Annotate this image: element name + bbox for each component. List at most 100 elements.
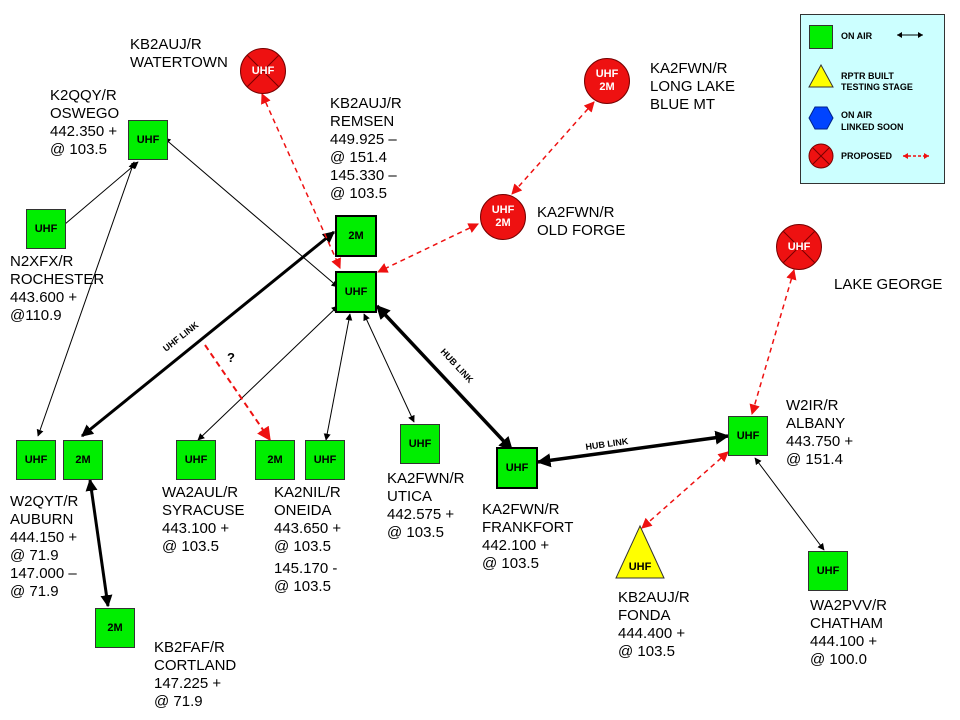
auburn-badge-2m: 2M (75, 454, 91, 466)
lakegeorge-badge: UHF (787, 240, 811, 253)
oldforge-label: KA2FWN/R OLD FORGE (537, 204, 625, 240)
lakegeorge-city: LAKE GEORGE (834, 276, 943, 293)
proposed-link-lakegeorge-albany (749, 268, 797, 416)
chatham-tone: @ 100.0 (810, 651, 867, 668)
oneida-freq2: 145.170 - (274, 560, 338, 577)
link-auburn-cortland (85, 478, 113, 608)
auburn-badge-uhf: UHF (24, 454, 48, 466)
cortland-city: CORTLAND (154, 657, 237, 674)
albany-freq: 443.750 + (786, 433, 854, 450)
utica-call: KA2FWN/R (387, 470, 465, 487)
chatham-city: CHATHAM (810, 615, 884, 632)
hub-link-line-2 (536, 430, 730, 468)
auburn-tone1: @ 71.9 (10, 547, 59, 564)
oneida-uhf-node: UHF (305, 440, 345, 480)
auburn-freq1: 444.150 + (10, 529, 78, 546)
remsen-uhf-node: UHF (335, 271, 377, 313)
longlake-badge-uhf: UHF (595, 68, 619, 80)
longlake-badge-2m: 2M (599, 81, 615, 93)
legend-on-air-label: ON AIR (841, 31, 873, 41)
uhf-link-label: UHF LINK (161, 320, 201, 354)
proposed-link-watertown (261, 93, 341, 269)
frankfort-call: KA2FWN/R (482, 501, 560, 518)
cortland-tone: @ 71.9 (154, 693, 203, 710)
syracuse-city: SYRACUSE (162, 502, 245, 519)
rochester-call: N2XFX/R (10, 253, 74, 270)
proposed-link-albany-fonda (641, 451, 729, 529)
syracuse-freq: 443.100 + (162, 520, 230, 537)
lakegeorge-node: UHF (776, 224, 822, 270)
oswego-tone: @ 103.5 (50, 141, 107, 158)
remsen-freq2: 145.330 – (330, 167, 397, 184)
cortland-node: 2M (95, 608, 135, 648)
legend-built-line2: TESTING STAGE (841, 82, 913, 92)
oneida-badge-2m: 2M (267, 454, 283, 466)
oneida-city: ONEIDA (274, 502, 332, 519)
frankfort-freq: 442.100 + (482, 537, 550, 554)
auburn-tone2: @ 71.9 (10, 583, 59, 600)
chatham-node: UHF (808, 551, 848, 591)
remsen-badge-uhf: UHF (344, 286, 368, 298)
link-oswego-rochester (57, 161, 139, 231)
oneida-2m-node: 2M (255, 440, 295, 480)
auburn-call: W2QYT/R (10, 493, 79, 510)
cortland-freq: 147.225 + (154, 675, 222, 692)
rochester-city: ROCHESTER (10, 271, 105, 288)
albany-node: UHF (728, 416, 768, 456)
oneida-label: KA2NIL/R ONEIDA 443.650 + @ 103.5 145.17… (274, 484, 341, 596)
legend-proposed-circle-icon (808, 143, 834, 169)
auburn-freq2: 147.000 – (10, 565, 77, 582)
fonda-label: KB2AUJ/R FONDA 444.400 + @ 103.5 (618, 589, 690, 661)
oldforge-node: UHF 2M (480, 194, 526, 240)
remsen-label: KB2AUJ/R REMSEN 449.925 – @ 151.4 145.33… (330, 95, 402, 203)
syracuse-badge: UHF (184, 454, 208, 466)
oneida-call: KA2NIL/R (274, 484, 341, 501)
oswego-call: K2QQY/R (50, 87, 117, 104)
proposed-link-oneida (204, 344, 271, 442)
oldforge-city: OLD FORGE (537, 222, 626, 239)
watertown-city: WATERTOWN (130, 54, 228, 71)
oswego-city: OSWEGO (50, 105, 120, 122)
albany-call: W2IR/R (786, 397, 839, 414)
watertown-node: UHF (240, 48, 286, 94)
remsen-2m-node: 2M (335, 215, 377, 257)
watertown-label: KB2AUJ/R WATERTOWN (130, 36, 228, 72)
rochester-badge: UHF (34, 223, 58, 235)
link-remsen-oneida (323, 313, 353, 441)
albany-badge: UHF (736, 430, 760, 442)
oldforge-call: KA2FWN/R (537, 204, 615, 221)
oldforge-badge-uhf: UHF (491, 204, 515, 216)
syracuse-call: WA2AUL/R (162, 484, 239, 501)
remsen-tone1: @ 151.4 (330, 149, 387, 166)
hub-link-line-1 (375, 304, 514, 452)
chatham-call: WA2PVV/R (810, 597, 887, 614)
cortland-badge: 2M (107, 622, 123, 634)
link-remsen-utica (363, 313, 415, 423)
legend-double-arrow-icon (897, 32, 923, 38)
rochester-tone: @110.9 (10, 307, 62, 324)
longlake-label: KA2FWN/R LONG LAKE BLUE MT (650, 60, 735, 114)
fonda-node-triangle (615, 524, 665, 579)
utica-node: UHF (400, 424, 440, 464)
utica-city: UTICA (387, 488, 432, 505)
fonda-call: KB2AUJ/R (618, 589, 690, 606)
albany-tone: @ 151.4 (786, 451, 843, 468)
cortland-label: KB2FAF/R CORTLAND 147.225 + @ 71.9 (154, 639, 236, 711)
syracuse-node: UHF (176, 440, 216, 480)
remsen-badge-2m: 2M (348, 230, 364, 242)
legend-linked-line2: LINKED SOON (841, 122, 904, 132)
lakegeorge-label: LAKE GEORGE (834, 276, 942, 294)
frankfort-label: KA2FWN/R FRANKFORT 442.100 + @ 103.5 (482, 501, 573, 573)
longlake-city1: LONG LAKE (650, 78, 736, 95)
legend-dashed-arrow-icon (903, 153, 929, 159)
auburn-uhf-node: UHF (16, 440, 56, 480)
legend-on-air-swatch (809, 25, 833, 49)
watertown-call: KB2AUJ/R (130, 36, 202, 53)
remsen-city: REMSEN (330, 113, 395, 130)
legend-built-line1: RPTR BUILT (841, 71, 894, 81)
longlake-city2: BLUE MT (650, 96, 716, 113)
proposed-cross-icon (782, 230, 816, 264)
auburn-2m-node: 2M (63, 440, 103, 480)
syracuse-tone: @ 103.5 (162, 538, 219, 555)
